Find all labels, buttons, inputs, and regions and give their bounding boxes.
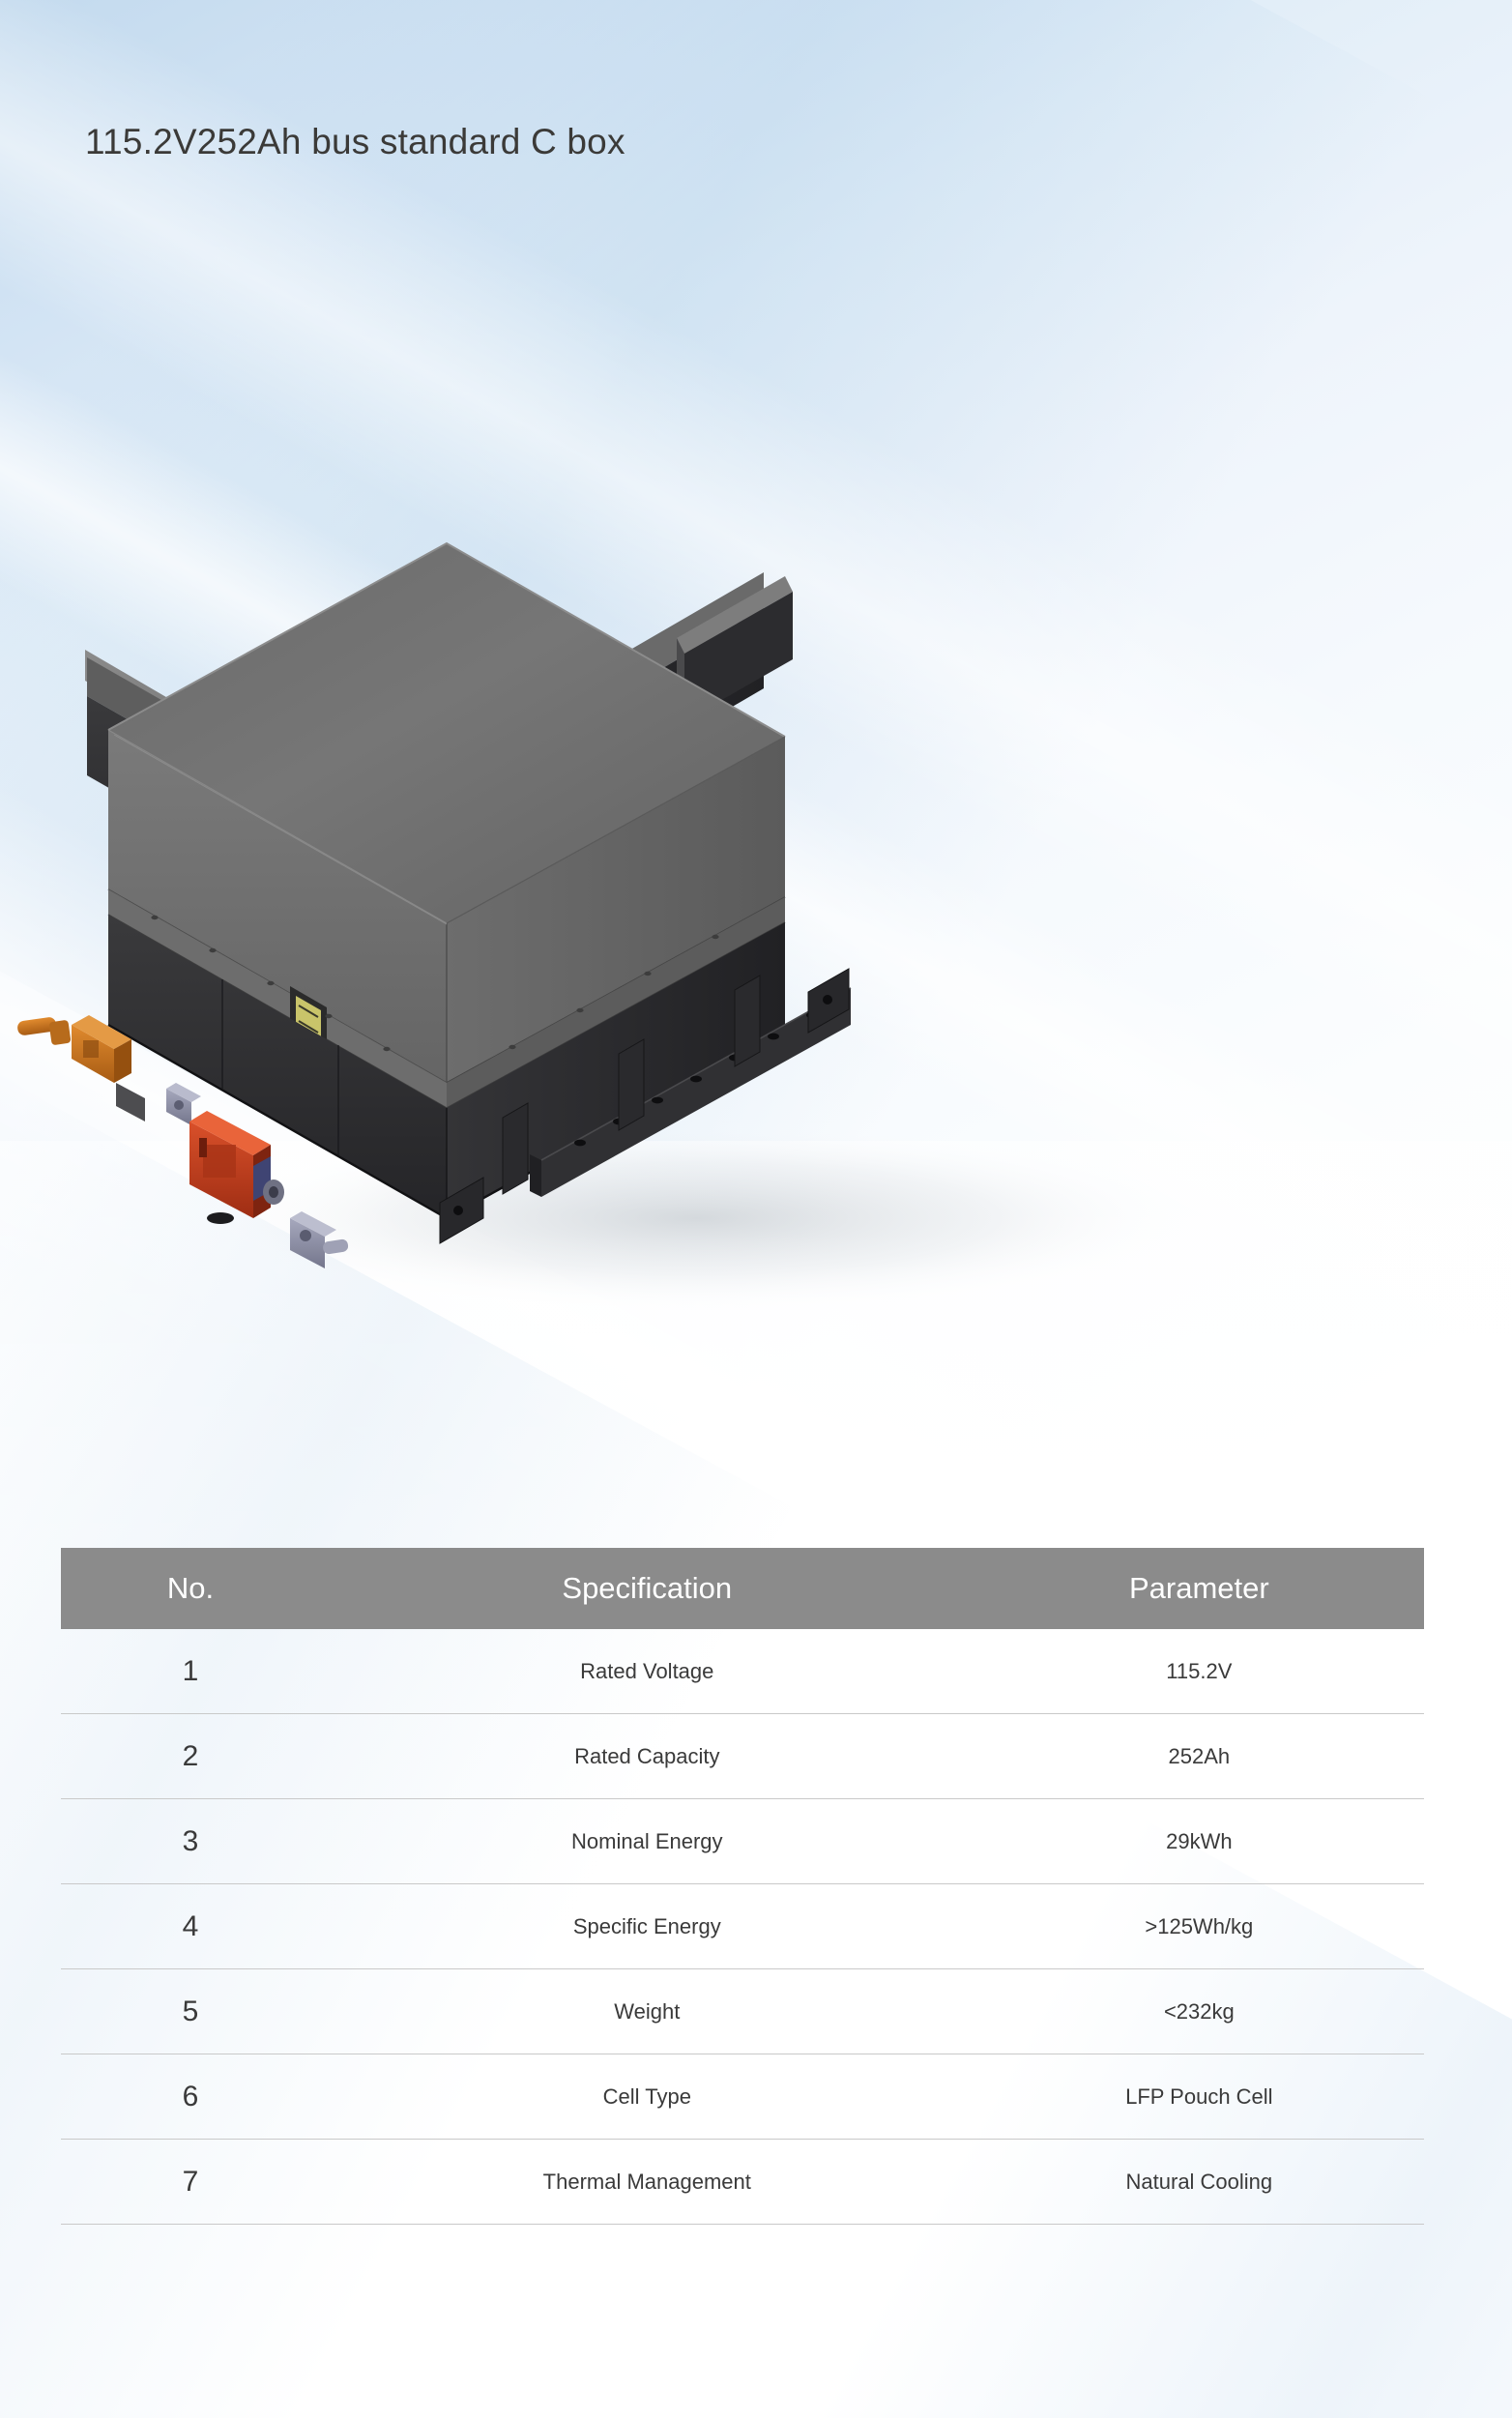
- mounting-rail-right: [530, 987, 852, 1197]
- battery-pack-3d-render: [17, 541, 1199, 1311]
- specification-table: No. Specification Parameter 1 Rated Volt…: [61, 1548, 1424, 2225]
- cell-no: 1: [182, 1654, 199, 1687]
- cell-specification: Weight: [614, 1998, 681, 2024]
- cell-no: 7: [182, 2165, 199, 2198]
- table-header-row: No. Specification Parameter: [61, 1548, 1424, 1629]
- front-connectors: [17, 1015, 349, 1268]
- product-image-stage: [0, 541, 1512, 1334]
- cell-no: 4: [182, 1909, 199, 1942]
- battery-enclosure: [107, 541, 786, 1109]
- round-port: [263, 1180, 284, 1205]
- signal-connector-upper: [166, 1083, 201, 1125]
- vent-plate: [116, 1083, 145, 1122]
- chassis-seams-left: [221, 979, 339, 1155]
- chassis-gussets: [502, 975, 761, 1195]
- cell-specification: Thermal Management: [542, 2169, 751, 2194]
- cell-specification: Nominal Energy: [571, 1828, 723, 1853]
- cell-parameter: LFP Pouch Cell: [1125, 2083, 1273, 2109]
- page-title: 115.2V252Ah bus standard C box: [85, 122, 625, 161]
- table-header-no: No.: [166, 1571, 215, 1605]
- table-row: 7 Thermal Management Natural Cooling: [61, 2140, 1424, 2225]
- cell-no: 3: [182, 1824, 199, 1857]
- hv-cable-connector: [17, 1015, 131, 1083]
- cell-parameter: 252Ah: [1168, 1743, 1231, 1768]
- signal-connector-lower: [290, 1211, 349, 1268]
- background-lower-whitewash: [0, 1141, 1512, 2418]
- cell-specification: Specific Energy: [572, 1913, 721, 1938]
- mounting-brackets: [439, 968, 850, 1244]
- table-row: 1 Rated Voltage 115.2V: [61, 1629, 1424, 1714]
- cell-parameter: 29kWh: [1166, 1828, 1233, 1853]
- chassis-lower: [107, 915, 852, 1244]
- cell-specification: Rated Capacity: [574, 1743, 720, 1768]
- cell-parameter: <232kg: [1163, 1998, 1235, 2024]
- table-header-specification: Specification: [562, 1571, 733, 1605]
- cell-no: 2: [182, 1739, 199, 1772]
- table-row: 6 Cell Type LFP Pouch Cell: [61, 2054, 1424, 2140]
- cell-no: 6: [182, 2080, 199, 2112]
- table-row: 4 Specific Energy >125Wh/kg: [61, 1884, 1424, 1969]
- table-row: 3 Nominal Energy 29kWh: [61, 1799, 1424, 1884]
- cell-parameter: 115.2V: [1166, 1658, 1233, 1683]
- table-header-parameter: Parameter: [1128, 1571, 1269, 1605]
- table-row: 2 Rated Capacity 252Ah: [61, 1714, 1424, 1799]
- table-row: 5 Weight <232kg: [61, 1969, 1424, 2054]
- enclosure-bolts-right: [509, 934, 719, 1050]
- cell-parameter: Natural Cooling: [1125, 2169, 1273, 2194]
- cell-no: 5: [182, 1995, 199, 2027]
- enclosure-bolts-left: [151, 915, 391, 1052]
- cell-parameter: >125Wh/kg: [1145, 1913, 1254, 1938]
- cell-specification: Rated Voltage: [580, 1658, 714, 1683]
- cell-specification: Cell Type: [602, 2083, 691, 2109]
